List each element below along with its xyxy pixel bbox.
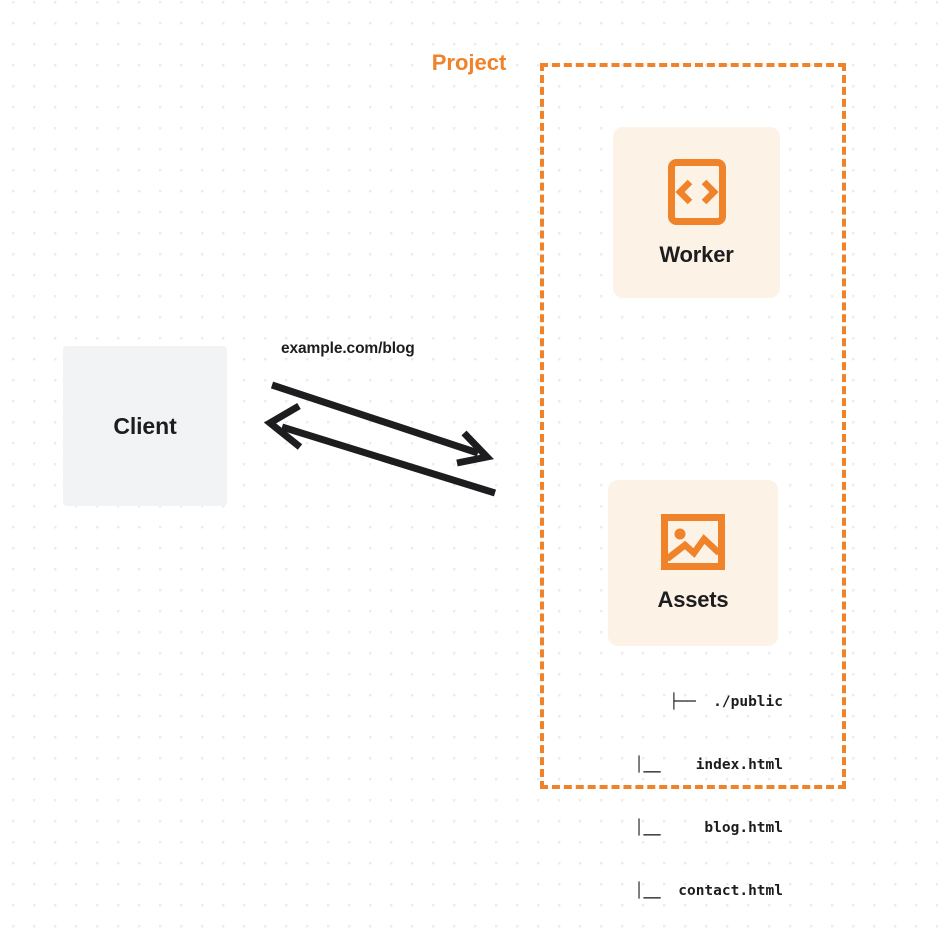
client-label: Client xyxy=(113,412,177,439)
file-tree-row: ├── ./public xyxy=(669,694,784,710)
project-title: Project xyxy=(427,52,511,74)
assets-node[interactable]: Assets xyxy=(608,480,778,646)
file-tree-row: │__ blog.html xyxy=(634,820,783,836)
arrow-right-icon xyxy=(270,381,494,467)
worker-label: Worker xyxy=(659,241,734,267)
project-boundary xyxy=(540,63,846,789)
code-brackets-icon xyxy=(667,158,726,225)
assets-label: Assets xyxy=(657,587,729,612)
worker-node[interactable]: Worker xyxy=(613,127,780,298)
file-tree-row: │__ index.html xyxy=(634,757,783,773)
image-icon xyxy=(661,514,725,570)
assets-file-tree: ├── ./public │__ index.html │__ blog.htm… xyxy=(587,650,783,944)
client-node[interactable]: Client xyxy=(63,346,227,506)
arrow-left-icon xyxy=(263,402,497,497)
request-url-label: example.com/blog xyxy=(281,340,415,357)
diagram-canvas: Client example.com/blog Project Worker xyxy=(63,52,846,899)
file-tree-row: │__ contact.html xyxy=(634,883,783,899)
